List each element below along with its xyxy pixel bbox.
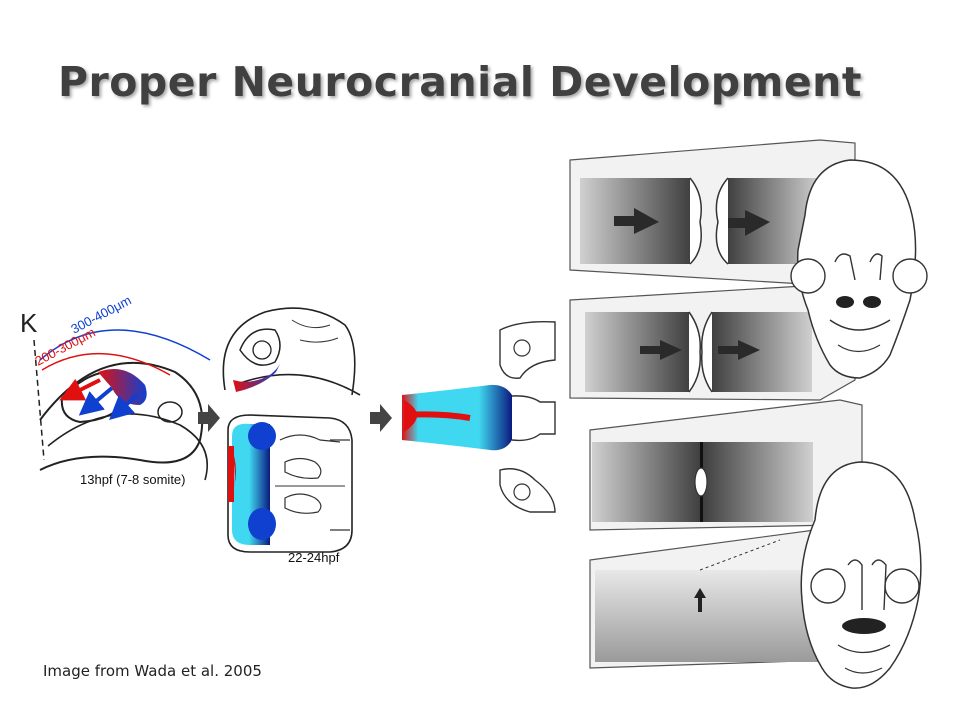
panel-22-24hpf: 22-24hpf (222, 307, 361, 565)
skull-upper (790, 159, 928, 379)
panel-slabs (569, 139, 863, 669)
label-200-300: 200-300μm (32, 324, 97, 368)
panel-trabeculae (402, 320, 556, 513)
slide-title: Proper Neurocranial Development (58, 58, 862, 106)
stage-13hpf: 13hpf (7-8 somite) (80, 472, 186, 487)
arrow-right-icon (370, 404, 392, 432)
image-credit-caption: Image from Wada et al. 2005 (43, 662, 262, 680)
panel-letter: K (20, 308, 38, 338)
panel-13hpf: K 300-400μm 200-300μm 13hpf (7-8 somite) (20, 292, 211, 487)
arrow-right-icon (198, 404, 220, 432)
stage-22-24hpf: 22-24hpf (288, 550, 340, 565)
skull-lower (800, 461, 922, 689)
